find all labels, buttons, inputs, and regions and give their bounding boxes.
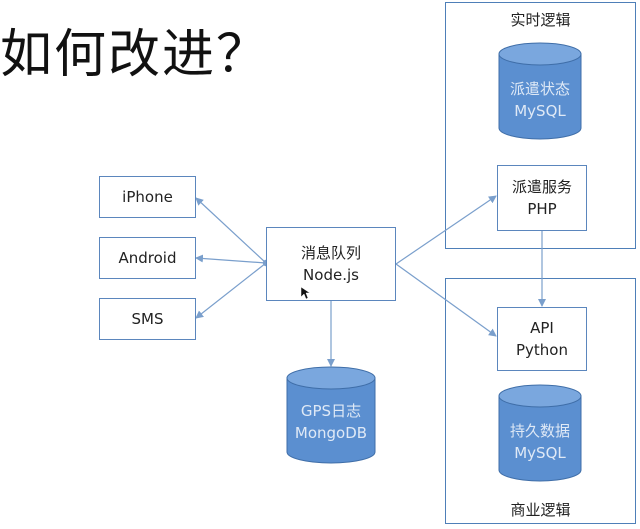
api-line2: Python — [516, 341, 568, 359]
client-android-label: Android — [118, 249, 177, 267]
business-logic-label: 商业逻辑 — [510, 501, 571, 519]
arrow-queue-to-sms — [195, 262, 267, 319]
dispatch-service-line2: PHP — [527, 200, 557, 218]
persistent-data-line1: 持久数据 — [509, 422, 570, 440]
arrow-queue-to-iphone — [195, 197, 267, 264]
gps-log-line2: MongoDB — [294, 424, 368, 442]
database-cylinder-icon — [498, 42, 582, 140]
arrow-queue-dispatch — [387, 195, 497, 272]
persistent-data-database: 持久数据 MySQL — [498, 384, 582, 482]
database-cylinder-icon — [286, 366, 376, 464]
persistent-data-line2: MySQL — [514, 444, 566, 462]
arrow-queue-api — [387, 256, 497, 337]
client-iphone-box: iPhone — [99, 176, 196, 218]
gps-log-line1: GPS日志 — [300, 402, 362, 420]
message-queue-box: 消息队列 Node.js — [266, 227, 396, 301]
gps-log-database: GPS日志 MongoDB — [286, 366, 376, 464]
dispatch-state-line2: MySQL — [514, 102, 566, 120]
dispatch-service-box: 派遣服务 PHP — [497, 165, 587, 231]
api-box: API Python — [497, 307, 587, 371]
message-queue-line2: Node.js — [303, 266, 359, 284]
client-sms-label: SMS — [131, 310, 164, 328]
dispatch-state-line1: 派遣状态 — [509, 80, 570, 98]
database-cylinder-icon — [498, 384, 582, 482]
client-sms-box: SMS — [99, 298, 196, 340]
slide-title: 如何改进？ — [0, 25, 271, 85]
message-queue-line1: 消息队列 — [300, 244, 361, 262]
dispatch-state-database: 派遣状态 MySQL — [498, 42, 582, 140]
arrow-queue-to-android — [195, 254, 267, 264]
api-line1: API — [530, 319, 554, 337]
realtime-logic-label: 实时逻辑 — [510, 11, 571, 29]
client-android-box: Android — [99, 237, 196, 279]
dispatch-service-line1: 派遣服务 — [511, 178, 572, 196]
mouse-cursor-icon — [301, 287, 311, 300]
client-iphone-label: iPhone — [122, 188, 173, 206]
